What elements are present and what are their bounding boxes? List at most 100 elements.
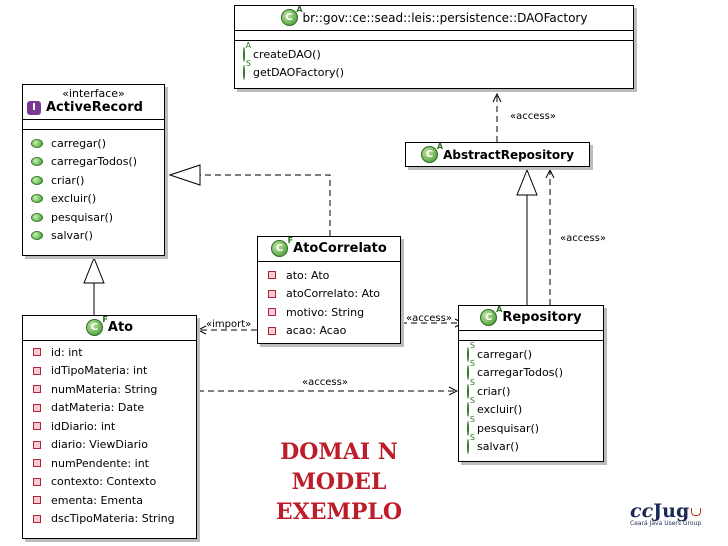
attribute-row: contexto: Contexto <box>31 473 188 492</box>
private-attribute-icon <box>33 440 41 449</box>
realization-head-activerecord <box>168 164 201 186</box>
private-attribute-icon <box>33 366 41 375</box>
public-method-icon <box>467 383 469 399</box>
private-attribute-icon <box>33 459 41 468</box>
public-method-icon <box>31 175 43 185</box>
attribute-row: ato: Ato <box>266 266 392 285</box>
method-row: salvar() <box>31 227 156 246</box>
public-method-icon <box>467 420 469 436</box>
class-header: «interface» I ActiveRecord <box>23 85 164 120</box>
method-row: criar() <box>31 171 156 190</box>
method-row: excluir() <box>31 190 156 209</box>
logo-mark: ccJug <box>630 500 720 522</box>
method-row: carregarTodos() <box>31 153 156 172</box>
public-method-icon <box>31 194 43 204</box>
private-attribute-icon <box>268 289 276 298</box>
attribute-row: idTipoMateria: int <box>31 362 188 381</box>
public-method-icon <box>467 402 469 418</box>
class-name: AtoCorrelato <box>293 241 387 256</box>
method-row: carregar() <box>31 134 156 153</box>
attribute-row: idDiario: int <box>31 417 188 436</box>
domain-model-watermark: DOMAI N MODEL EXEMPLO <box>275 439 403 525</box>
access-label-factory: «access» <box>510 111 556 122</box>
access-label-atocorrelato: «access» <box>406 313 452 324</box>
private-attribute-icon <box>268 271 276 280</box>
attribute-row: diario: ViewDiario <box>31 436 188 455</box>
public-method-icon <box>467 439 469 455</box>
public-method-icon <box>243 46 245 62</box>
public-method-icon <box>31 231 43 241</box>
attribute-compartment <box>235 31 633 41</box>
public-method-icon <box>467 346 469 362</box>
private-attribute-icon <box>33 514 41 523</box>
private-attribute-icon <box>33 348 41 357</box>
attribute-row: datMateria: Date <box>31 399 188 418</box>
class-name: AbstractRepository <box>443 147 574 162</box>
import-label: «import» <box>206 319 252 330</box>
class-name: ActiveRecord <box>46 100 143 115</box>
private-attribute-icon <box>33 477 41 486</box>
method-row: A createDAO() <box>243 41 625 64</box>
private-attribute-icon <box>268 308 276 317</box>
logo-tagline: Ceará Java Users Group <box>630 520 702 527</box>
public-method-icon <box>31 157 43 167</box>
attribute-row: id: int <box>31 343 188 362</box>
generalization-head-abstractrepo <box>516 168 538 196</box>
attribute-compartment: ato: Ato atoCorrelato: Ato motivo: Strin… <box>258 262 400 346</box>
class-name: br::gov::ce::sead::leis::persistence::DA… <box>302 10 588 25</box>
realization-line-atocorrelato <box>200 174 331 236</box>
attribute-compartment <box>459 331 603 341</box>
interface-activerecord[interactable]: «interface» I ActiveRecord carregar() ca… <box>22 84 165 256</box>
attribute-row: motivo: String <box>266 303 392 322</box>
private-attribute-icon <box>33 403 41 412</box>
coffee-cup-icon <box>691 508 702 516</box>
private-attribute-icon <box>33 422 41 431</box>
attribute-compartment <box>23 120 164 130</box>
attribute-row: acao: Acao <box>266 322 392 341</box>
private-attribute-icon <box>33 496 41 505</box>
attribute-row: numPendente: int <box>31 454 188 473</box>
public-method-icon <box>467 365 469 381</box>
access-label-repo: «access» <box>560 233 606 244</box>
interface-icon: I <box>27 100 41 115</box>
attribute-row: numMateria: String <box>31 380 188 399</box>
generalization-head-activerecord <box>83 256 105 284</box>
private-attribute-icon <box>33 385 41 394</box>
attribute-compartment: id: int idTipoMateria: int numMateria: S… <box>23 341 196 534</box>
method-compartment: carregar() carregarTodos() criar() exclu… <box>23 130 164 251</box>
attribute-row: ementa: Ementa <box>31 491 188 510</box>
attribute-row: atoCorrelato: Ato <box>266 285 392 304</box>
public-method-icon <box>243 65 245 81</box>
method-row: pesquisar() <box>31 208 156 227</box>
public-method-icon <box>31 212 43 222</box>
class-name: Ato <box>107 320 134 335</box>
class-name: Repository <box>502 310 582 325</box>
stereotype: «interface» <box>62 87 125 100</box>
public-method-icon <box>31 138 43 148</box>
method-compartment: A createDAO() S getDAOFactory() <box>235 41 633 88</box>
attribute-row: dscTipoMateria: String <box>31 510 188 529</box>
